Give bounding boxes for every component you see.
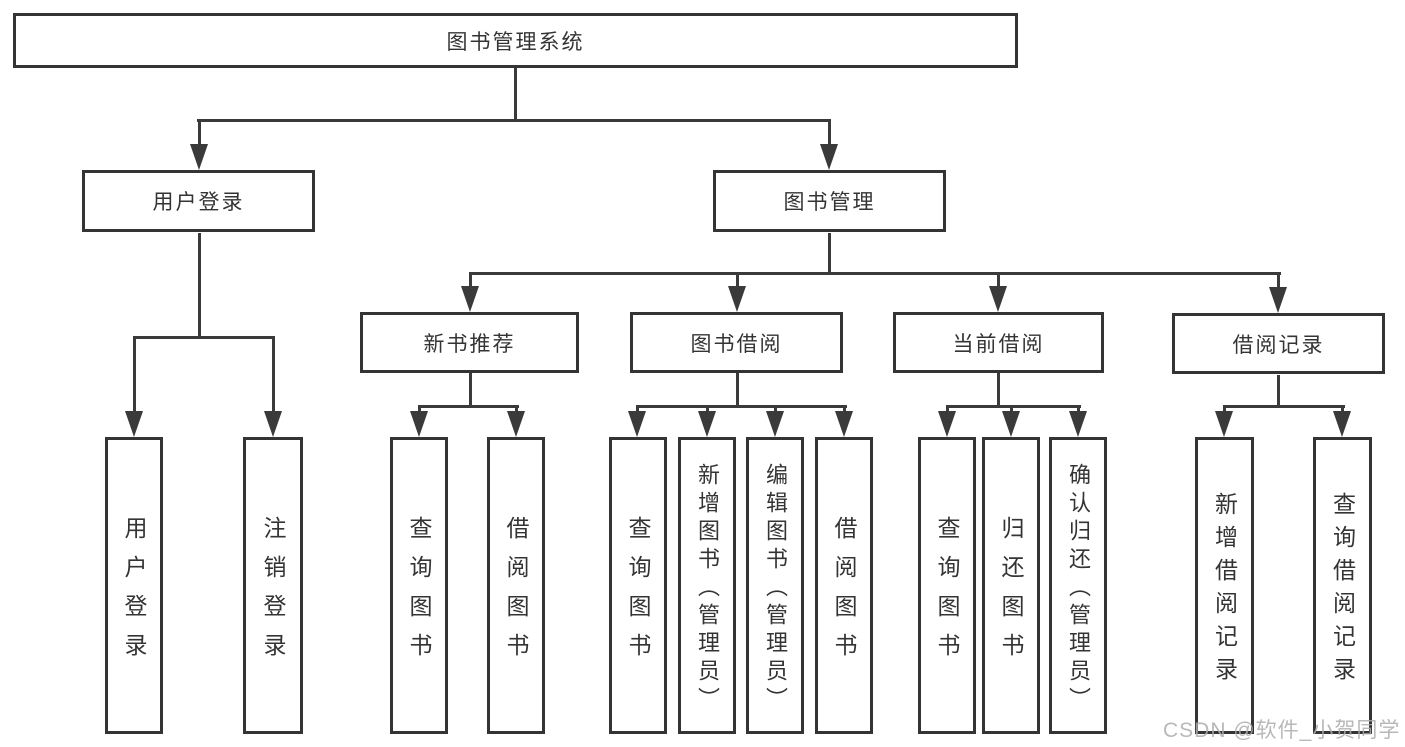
connector-line [1077,405,1080,414]
connector-line [418,405,421,414]
connector-line [946,405,949,414]
connector-line [469,272,472,289]
leaf-add-book-admin-label: 新增图书（管理员） [695,462,720,715]
leaf-edit-book-admin-label: 编辑图书（管理员） [763,462,788,715]
connector-line [736,272,739,289]
arrow-down-icon [989,286,1007,312]
arrow-down-icon [698,411,716,437]
leaf-borrow-book-label: 借阅图书 [831,515,857,672]
leaf-query-book-current: 查询图书 [918,437,976,734]
node-borrow-records-label: 借阅记录 [1232,333,1325,357]
connector-line [133,336,136,414]
connector-line [997,373,1000,407]
leaf-query-book-current-label: 查询图书 [934,515,960,672]
arrow-down-icon [125,411,143,437]
arrow-down-icon [264,411,282,437]
connector-line [1277,375,1280,407]
connector-line [272,336,275,414]
connector-line [636,405,847,408]
connector-line [1341,405,1344,414]
arrow-down-icon [1002,411,1020,437]
watermark: CSDN @软件_小贺同学 [1163,719,1401,742]
connector-line [997,272,1000,289]
node-current-borrow: 当前借阅 [893,312,1104,373]
arrow-down-icon [461,286,479,312]
node-book-management: 图书管理 [713,170,946,232]
node-user-login: 用户登录 [82,170,315,232]
arrow-down-icon [766,411,784,437]
arrow-down-icon [1333,411,1351,437]
leaf-confirm-return-admin: 确认归还（管理员） [1049,437,1107,734]
arrow-down-icon [938,411,956,437]
connector-line [469,272,1281,275]
connector-line [1277,272,1280,289]
node-borrow-records: 借阅记录 [1172,313,1385,374]
leaf-add-book-admin: 新增图书（管理员） [678,437,736,734]
connector-line [514,68,517,121]
leaf-query-book-borrow-label: 查询图书 [625,515,651,672]
leaf-query-book-recommend: 查询图书 [390,437,448,734]
leaf-return-book: 归还图书 [982,437,1040,734]
connector-line [736,373,739,407]
arrow-down-icon [1069,411,1087,437]
connector-line [197,119,831,122]
arrow-down-icon [728,286,746,312]
leaf-user-login-label: 用户登录 [121,515,147,672]
leaf-borrow-book-recommend-label: 借阅图书 [503,515,529,672]
node-user-login-label: 用户登录 [152,191,245,214]
connector-line [1223,405,1226,414]
connector-line [636,405,639,414]
arrow-down-icon [820,144,838,170]
connector-line [515,405,518,414]
connector-line [1010,405,1013,414]
leaf-borrow-book-recommend: 借阅图书 [487,437,545,734]
node-book-management-label: 图书管理 [783,191,876,214]
connector-line [1223,405,1345,408]
connector-line [946,405,1081,408]
arrow-down-icon [507,411,525,437]
leaf-query-book-borrow: 查询图书 [609,437,667,734]
leaf-user-login: 用户登录 [105,437,163,734]
arrow-down-icon [835,411,853,437]
node-root: 图书管理系统 [13,13,1018,68]
leaf-add-borrow-record-label: 新增借阅记录 [1211,491,1238,690]
leaf-logout: 注销登录 [243,437,303,734]
leaf-borrow-book: 借阅图书 [815,437,873,734]
arrow-down-icon [628,411,646,437]
connector-line [706,405,709,414]
leaf-query-book-recommend-label: 查询图书 [406,515,432,672]
connector-line [828,119,831,147]
node-new-book-recommend-label: 新书推荐 [423,332,516,356]
arrow-down-icon [190,144,208,170]
node-root-label: 图书管理系统 [446,30,585,54]
leaf-query-borrow-record: 查询借阅记录 [1313,437,1372,734]
node-book-borrow-label: 图书借阅 [690,332,783,356]
arrow-down-icon [410,411,428,437]
connector-line [469,373,472,407]
connector-line [133,336,275,339]
leaf-logout-label: 注销登录 [260,515,286,672]
connector-line [843,405,846,414]
node-new-book-recommend: 新书推荐 [360,312,579,373]
connector-line [418,405,519,408]
arrow-down-icon [1269,287,1287,313]
node-current-borrow-label: 当前借阅 [952,332,1045,356]
leaf-confirm-return-admin-label: 确认归还（管理员） [1066,462,1091,715]
arrow-down-icon [1215,411,1233,437]
connector-line [198,119,201,147]
connector-line [774,405,777,414]
connector-line [828,233,831,274]
leaf-query-borrow-record-label: 查询借阅记录 [1329,491,1356,690]
node-book-borrow: 图书借阅 [630,312,843,373]
connector-line [198,233,201,338]
leaf-return-book-label: 归还图书 [998,515,1024,672]
leaf-edit-book-admin: 编辑图书（管理员） [746,437,804,734]
leaf-add-borrow-record: 新增借阅记录 [1195,437,1254,734]
